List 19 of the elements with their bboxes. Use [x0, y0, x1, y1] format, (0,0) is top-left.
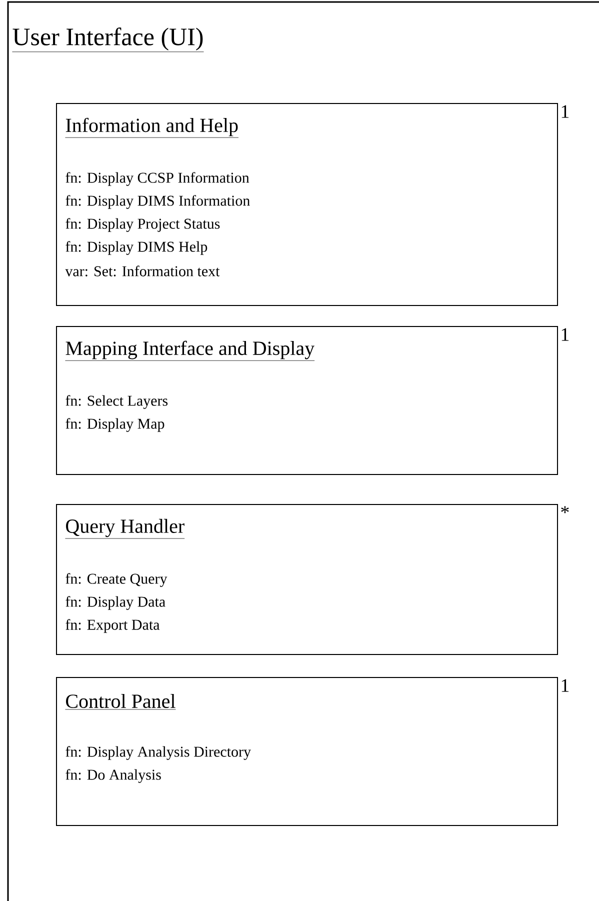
node-label: Query Handler	[66, 518, 184, 538]
node-label: var: Set: Information text	[65, 266, 220, 276]
multiplicity-label: 1	[562, 105, 569, 118]
class-box: Information and Help fn: Display CCSP Information fn: Display DIMS Information fn: Display Project Status fn: Display DIMS Help var: Set: Information text	[56, 103, 558, 306]
class-box: Mapping Interface and Display fn: Select Layers fn: Display Map	[56, 326, 558, 475]
node-label: fn: Display Project Status	[66, 218, 220, 232]
node-label: fn: Create Query	[66, 573, 168, 587]
node-label: fn: Display Data	[66, 596, 166, 610]
class-box: Query Handler fn: Create Query fn: Display Data fn: Export Data	[56, 504, 558, 655]
node-label: fn: Export Data	[66, 619, 160, 633]
multiplicity-label: 1	[562, 679, 569, 692]
multiplicity-label: *	[561, 506, 569, 514]
frame-title: User Interface (UI)	[12, 28, 204, 52]
node-label: fn: Display DIMS Help	[66, 241, 208, 255]
node-label: Information and Help	[66, 118, 238, 136]
node-label: fn: Display DIMS Information	[66, 195, 250, 209]
class-box: Control Panel fn: Display Analysis Directory fn: Do Analysis	[56, 677, 558, 826]
node-label: fn: Display CCSP Information	[66, 172, 250, 186]
multiplicity-label: 1	[562, 328, 569, 341]
